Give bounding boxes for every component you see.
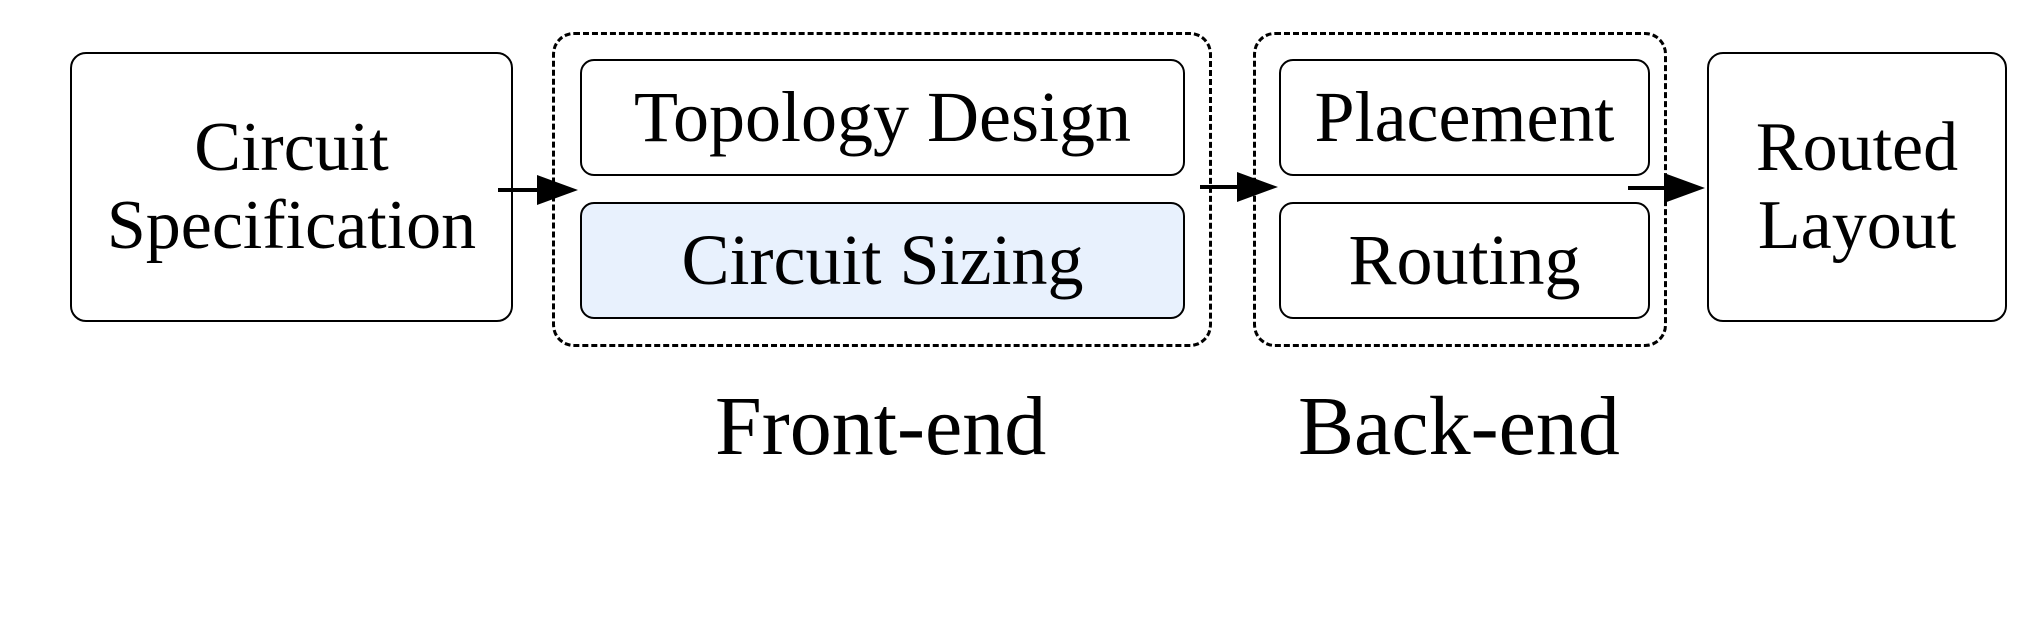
routed-layout-line1: Routed (1755, 108, 1959, 186)
routed-layout-box: Routed Layout (1707, 52, 2007, 322)
routing-box: Routing (1279, 202, 1650, 319)
circuit-sizing-label: Circuit Sizing (681, 220, 1084, 301)
routing-label: Routing (1348, 220, 1581, 301)
routed-layout-label: Routed Layout (1756, 109, 1958, 266)
topology-design-label: Topology Design (634, 77, 1131, 158)
circuit-specification-label: Circuit Specification (107, 109, 476, 266)
backend-caption: Back-end (1298, 380, 1620, 473)
circuit-specification-box: Circuit Specification (70, 52, 513, 322)
circuit-specification-line1: Circuit (194, 108, 389, 186)
topology-design-box: Topology Design (580, 59, 1185, 176)
routed-layout-line2: Layout (1757, 187, 1957, 264)
circuit-sizing-box: Circuit Sizing (580, 202, 1185, 319)
frontend-caption: Front-end (715, 380, 1047, 473)
placement-box: Placement (1279, 59, 1650, 176)
placement-label: Placement (1314, 77, 1615, 158)
circuit-specification-line2: Specification (106, 187, 477, 264)
